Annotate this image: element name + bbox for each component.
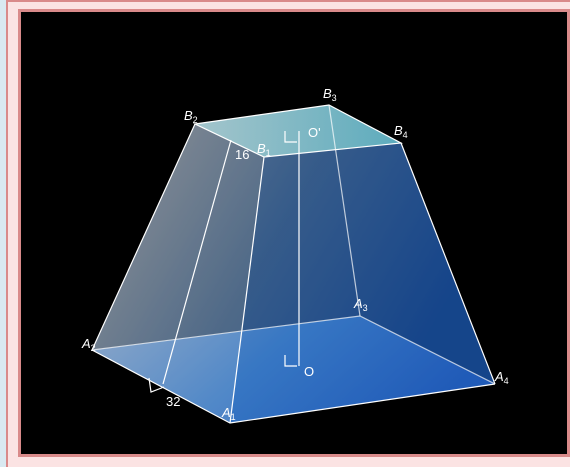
label-o: O	[304, 364, 314, 379]
front-face	[230, 143, 495, 423]
left-face	[92, 124, 264, 423]
bottom-edge-length: 32	[166, 394, 180, 409]
label-b4: B4	[394, 123, 408, 140]
back-face	[92, 105, 495, 384]
label-o-prime: O'	[308, 125, 321, 140]
bottom-base	[92, 316, 495, 423]
label-a3: A3	[353, 296, 368, 313]
label-b1: B1	[257, 141, 271, 158]
label-b2: B2	[184, 108, 198, 125]
top-edge-length: 16	[235, 147, 249, 162]
frustum-diagram: B2 B3 B4 B1 16 O' A3 A2 O A4 32 A1	[81, 86, 509, 424]
label-a1: A1	[221, 405, 236, 422]
diagram-canvas: B2 B3 B4 B1 16 O' A3 A2 O A4 32 A1	[18, 9, 570, 457]
label-a4: A4	[494, 369, 509, 386]
label-a2: A2	[81, 336, 96, 353]
frustum-edges	[91, 104, 496, 424]
label-b3: B3	[323, 86, 337, 103]
top-base	[195, 105, 401, 157]
